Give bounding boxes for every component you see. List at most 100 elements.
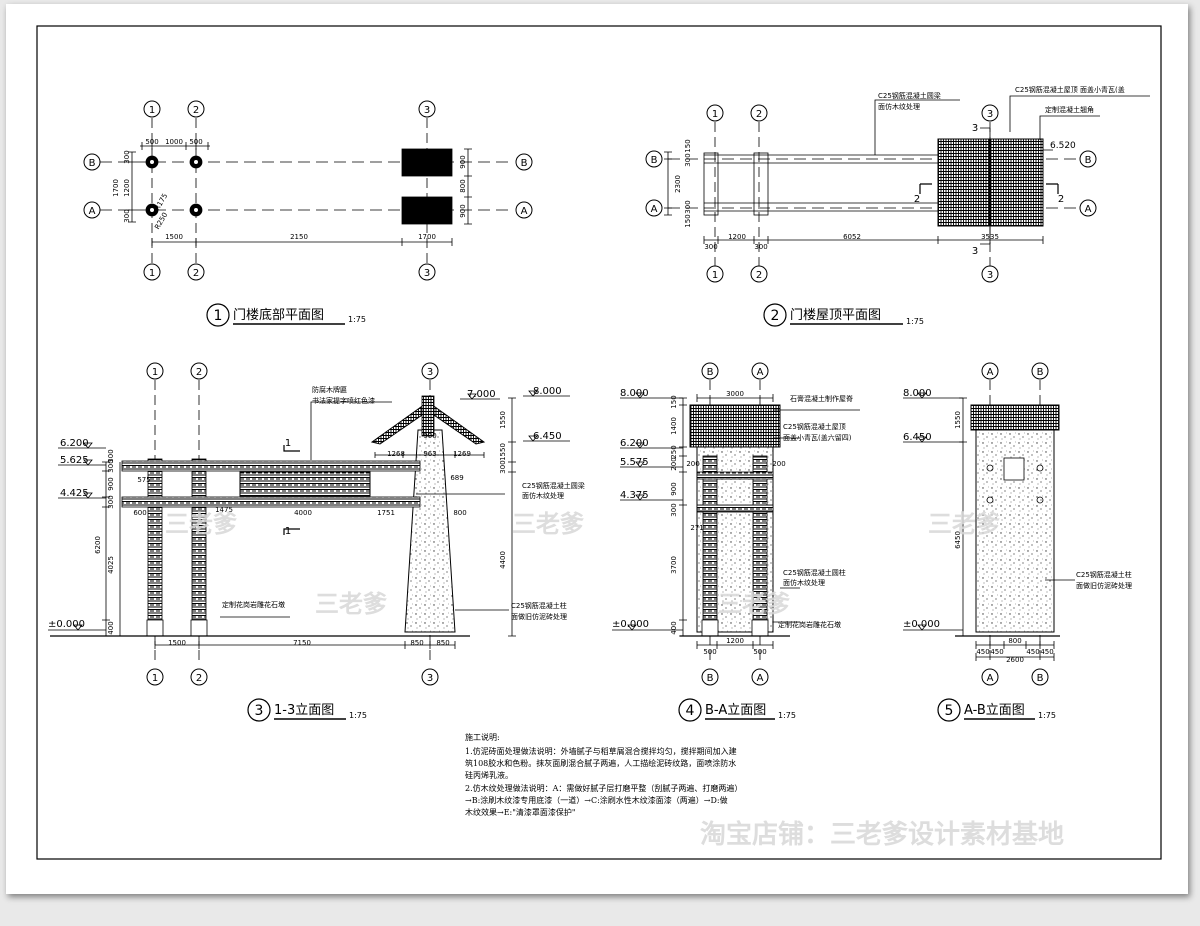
view-title-1: 1 门楼底部平面图 1:75 [206, 303, 366, 327]
dim-e3-bottom-2: 850 [410, 639, 423, 647]
watermark-small-3: 三老爹 [512, 510, 585, 538]
e3-level-7000: 7.000 [467, 389, 496, 400]
e3-bubble-3-top: 3 [427, 367, 433, 378]
p2-note-beam-finish: 面仿木纹处理 [878, 102, 920, 111]
e3-level-5625: 5.625 [60, 455, 89, 466]
svg-text:1:75: 1:75 [1038, 711, 1056, 720]
notes-line-6: 木纹效果→E:"清漆罩面漆保护" [465, 807, 576, 817]
elev3-level-marks [48, 390, 570, 631]
dim-e3-right-3: 4400 [499, 551, 507, 569]
e3-level-6450: 6.450 [533, 431, 562, 442]
p2-section-3-top: 3 [972, 123, 978, 134]
e3-bubble-3-bottom: 3 [427, 673, 433, 684]
dim-e3-bottom-0: 1500 [168, 639, 186, 647]
dim-e5-bottom-1: 450 [990, 648, 1003, 656]
dim-p1-top-2: 500 [189, 138, 202, 146]
elev4-level-marks [612, 392, 683, 631]
dim-p1-bottom-2: 1700 [418, 233, 436, 241]
dim-e5-left-0: 1550 [954, 411, 962, 429]
e5-level-8000: 8.000 [903, 388, 932, 399]
dim-e3-inner-1: 1475 [215, 506, 233, 514]
e4-level-5575: 5.575 [620, 457, 649, 468]
p2-bubble-3-bottom: 3 [987, 270, 993, 281]
bubble-2-bottom: 2 [193, 268, 199, 279]
p2-note-roof: C25钢筋混凝土屋顶 面盖小青瓦(盖 [1015, 85, 1125, 94]
svg-text:4: 4 [686, 703, 695, 719]
e5-bubble-b-bottom: B [1037, 673, 1044, 684]
e3-bubble-2-top: 2 [196, 367, 202, 378]
dim-e4-left-7: 400 [670, 621, 678, 634]
dim-e4-top: 3000 [726, 390, 744, 398]
p2-section-2-left: 2 [914, 194, 920, 205]
dim-e3-inner-4: 600 [133, 509, 146, 517]
dim-e3-inner-5: 800 [453, 509, 466, 517]
e3-note-column-finish: 面做旧仿泥砖处理 [511, 612, 567, 621]
drawing-border [36, 25, 1162, 860]
dim-e3-left-5: 400 [107, 621, 115, 634]
e5-note-column-finish: 面做旧仿泥砖处理 [1076, 581, 1132, 590]
watermark-small-2: 三老爹 [315, 590, 388, 618]
svg-text:2: 2 [771, 308, 780, 324]
notes-heading: 施工说明: [465, 732, 500, 742]
elev3-bubbles [146, 362, 439, 686]
p2-section-2-right: 2 [1058, 194, 1064, 205]
dim-e3-left-3: 300 [107, 449, 115, 462]
dim-p2-bottom-4: 3535 [981, 233, 999, 241]
p2-note-beam: C25钢筋混凝土圆梁 [878, 91, 941, 100]
bubble-3-top: 3 [424, 105, 430, 116]
dim-e4-left-0: 150 [670, 395, 678, 408]
plan-2-bubbles [645, 104, 1097, 283]
dim-p2-bottom-1: 1200 [728, 233, 746, 241]
watermark-small-1: 三老爹 [165, 510, 238, 538]
notes-line-4: 2.仿木纹处理做法说明：A：需做好腻子层打磨平整（刮腻子两遍、打磨两遍） [465, 783, 742, 793]
view-title-5: 5 A-B立面图 1:75 [937, 698, 1056, 722]
e3-note-beam: C25钢筋混凝土圆梁 [522, 481, 585, 490]
plan-1-bubbles [83, 100, 533, 281]
e3-level-0000: ±0.000 [48, 619, 85, 630]
bubble-3-bottom: 3 [424, 268, 430, 279]
dim-e4-bottom-2: 500 [753, 648, 766, 656]
bubble-2-top: 2 [193, 105, 199, 116]
e4-bubble-b-bottom: B [707, 673, 714, 684]
p2-bubble-2-top: 2 [756, 109, 762, 120]
radius-r175: R175 [153, 192, 169, 212]
dim-p1-left-0: 1700 [112, 179, 120, 197]
notes-line-2: 筑108胶水和色粉。抹灰面刷混合腻子两遍，人工描绘泥砖纹路，面喷涂防水 [465, 758, 736, 768]
e4-note-plinth: 定制花岗岩雕花石墩 [778, 620, 841, 629]
dim-p2-bottom-3: 6052 [843, 233, 861, 241]
dim-p1-left-3: 300 [123, 209, 131, 222]
p2-elev: 6.520 [1050, 141, 1076, 151]
elev5-level-marks [903, 392, 963, 631]
svg-text:1:75: 1:75 [906, 317, 924, 326]
dim-e4-left-5: 300 [670, 503, 678, 516]
elev5-bubbles [981, 362, 1049, 686]
e4-level-0000: ±0.000 [612, 619, 649, 630]
svg-text:5: 5 [945, 703, 954, 719]
p2-bubble-2-bottom: 2 [756, 270, 762, 281]
elevation-5 [955, 380, 1075, 661]
e3-bubble-1-bottom: 1 [152, 673, 158, 684]
dim-e4-bottom-1: 1200 [726, 637, 744, 645]
dim-e5-bottom-3: 450 [1026, 648, 1039, 656]
e3-bubble-1-top: 1 [152, 367, 158, 378]
dim-p1-left-1: 300 [123, 150, 131, 163]
e4-level-8000: 8.000 [620, 388, 649, 399]
p2-bubble-b-left: B [651, 155, 658, 166]
e4-note-roof: C25钢筋混凝土屋顶 [783, 422, 846, 431]
dim-e3-bottom-3: 850 [436, 639, 449, 647]
e4-level-4375: 4.375 [620, 490, 649, 501]
dim-e5-bottom-5: 2600 [1006, 656, 1024, 664]
watermark-small-5: 三老爹 [928, 510, 1001, 538]
dim-p2-left-2: 2300 [674, 175, 682, 193]
e5-level-0000: ±0.000 [903, 619, 940, 630]
bubble-a-right: A [521, 206, 528, 217]
dim-e3-bottom-1: 7150 [293, 639, 311, 647]
e4-bubble-b-top: B [707, 367, 714, 378]
p2-bubble-b-right: B [1085, 155, 1092, 166]
dim-e3-inner-9: 689 [450, 474, 463, 482]
e3-note-plinth: 定制花岗岩雕花石墩 [222, 600, 285, 609]
svg-text:1:75: 1:75 [349, 711, 367, 720]
dim-e4-left-1: 1400 [670, 417, 678, 435]
elev4-bubbles [701, 362, 769, 686]
svg-text:1-3立面图: 1-3立面图 [274, 703, 334, 718]
